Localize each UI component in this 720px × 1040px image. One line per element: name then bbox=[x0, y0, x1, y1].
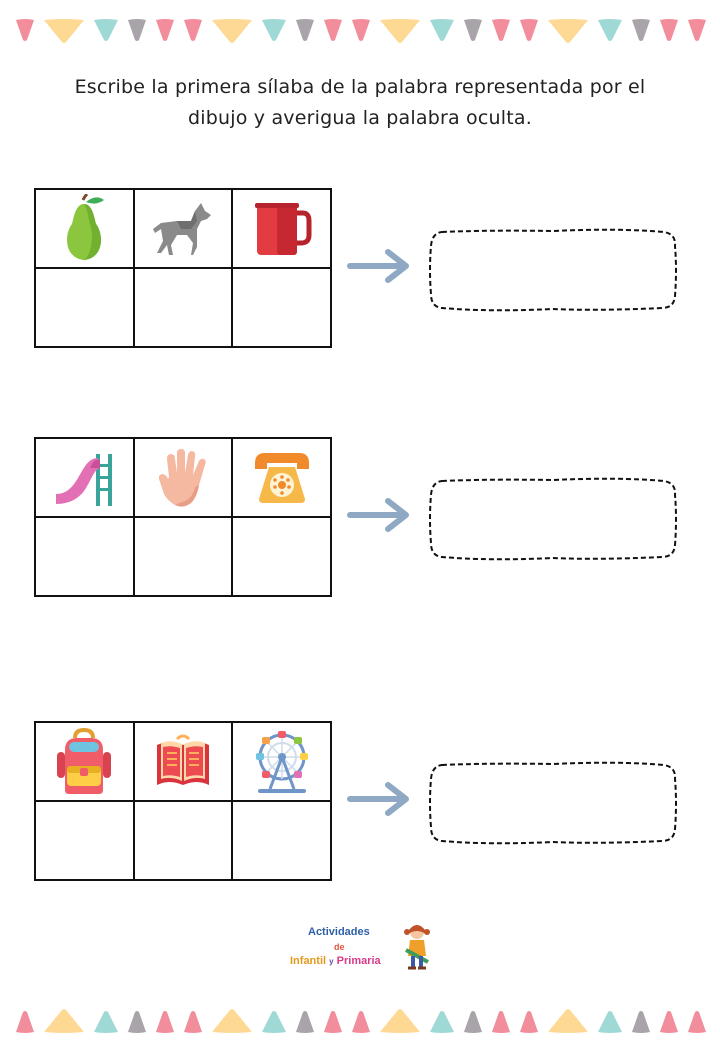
bunting-flag bbox=[184, 19, 202, 41]
syllable-grid bbox=[34, 188, 332, 348]
bunting-flag bbox=[632, 1011, 650, 1033]
bunting-flag bbox=[430, 1011, 454, 1033]
bunting-flag bbox=[520, 1011, 538, 1033]
picture-cell bbox=[231, 721, 332, 802]
syllable-answer-cell[interactable] bbox=[132, 516, 234, 597]
bunting-flag bbox=[296, 19, 314, 41]
bunting-flag bbox=[94, 19, 118, 41]
bunting-flag bbox=[598, 1011, 622, 1033]
instructions-line-2: dibujo y averigua la palabra oculta. bbox=[188, 107, 532, 129]
bunting-flag bbox=[212, 1009, 252, 1033]
book-icon bbox=[156, 734, 209, 785]
bunting-flag bbox=[492, 1011, 510, 1033]
bunting-flag bbox=[520, 19, 538, 41]
bunting-flag bbox=[94, 1011, 118, 1033]
logo-word-infantil: Infantil bbox=[290, 955, 327, 967]
bunting-flag bbox=[324, 1011, 342, 1033]
picture-cell bbox=[231, 437, 332, 518]
bunting-flag bbox=[352, 19, 370, 41]
right-arrow-icon bbox=[347, 782, 409, 816]
bunting-flag bbox=[16, 1011, 34, 1033]
logo-line-1: Actividades bbox=[308, 926, 370, 938]
mug-icon bbox=[254, 202, 312, 255]
bunting-flag bbox=[660, 1011, 678, 1033]
bunting-flag bbox=[128, 1011, 146, 1033]
bunting-flag bbox=[156, 19, 174, 41]
logo-word-primaria: Primaria bbox=[336, 955, 381, 967]
picture-cell bbox=[132, 437, 234, 518]
bunting-flag bbox=[128, 19, 146, 41]
syllable-answer-cell[interactable] bbox=[231, 516, 332, 597]
telephone-icon bbox=[254, 452, 309, 503]
bunting-flag bbox=[44, 1009, 84, 1033]
backpack-icon bbox=[57, 727, 112, 794]
actividades-logo: Actividades de Infantil y Primaria bbox=[286, 922, 436, 974]
syllable-answer-cell[interactable] bbox=[34, 267, 135, 348]
bottom-bunting-decoration bbox=[16, 1009, 706, 1033]
bunting-flag bbox=[16, 19, 34, 41]
bunting-flag bbox=[156, 1011, 174, 1033]
bunting-flag bbox=[548, 19, 588, 43]
bunting-flag bbox=[184, 1011, 202, 1033]
pear-icon bbox=[67, 193, 105, 260]
syllable-grid bbox=[34, 721, 332, 881]
bunting-flag bbox=[598, 19, 622, 41]
logo-line-3: Infantil y Primaria bbox=[290, 955, 381, 967]
picture-cell bbox=[132, 721, 234, 802]
bunting-flag bbox=[324, 19, 342, 41]
bunting-flag bbox=[464, 19, 482, 41]
picture-cell bbox=[34, 188, 135, 269]
bunting-flag bbox=[296, 1011, 314, 1033]
bunting-flag bbox=[688, 19, 706, 41]
top-bunting-decoration bbox=[16, 19, 706, 43]
syllable-answer-cell[interactable] bbox=[132, 800, 234, 881]
bunting-flag bbox=[464, 1011, 482, 1033]
picture-cell bbox=[231, 188, 332, 269]
bunting-flag bbox=[430, 19, 454, 41]
bunting-flag bbox=[212, 19, 252, 43]
bunting-flag bbox=[262, 1011, 286, 1033]
hidden-word-answer-box[interactable] bbox=[428, 477, 678, 561]
bunting-flag bbox=[380, 1009, 420, 1033]
right-arrow-icon bbox=[347, 498, 409, 532]
exercise-3 bbox=[0, 721, 720, 881]
syllable-answer-cell[interactable] bbox=[231, 800, 332, 881]
bunting-flag bbox=[660, 19, 678, 41]
bunting-flag bbox=[44, 19, 84, 43]
ferris-wheel-icon bbox=[255, 730, 308, 793]
child-mascot-icon bbox=[404, 925, 430, 970]
instructions-text: Escribe la primera sílaba de la palabra … bbox=[40, 72, 680, 134]
syllable-answer-cell[interactable] bbox=[34, 800, 135, 881]
exercise-2 bbox=[0, 437, 720, 597]
syllable-answer-cell[interactable] bbox=[132, 267, 234, 348]
syllable-answer-cell[interactable] bbox=[34, 516, 135, 597]
logo-word-y: y bbox=[329, 957, 334, 966]
bunting-flag bbox=[352, 1011, 370, 1033]
slide-icon bbox=[56, 453, 113, 506]
right-arrow-icon bbox=[347, 249, 409, 283]
syllable-answer-cell[interactable] bbox=[231, 267, 332, 348]
instructions-line-1: Escribe la primera sílaba de la palabra … bbox=[74, 76, 646, 98]
bunting-flag bbox=[492, 19, 510, 41]
exercise-1 bbox=[0, 188, 720, 348]
bunting-flag bbox=[548, 1009, 588, 1033]
hidden-word-answer-box[interactable] bbox=[428, 761, 678, 845]
bunting-flag bbox=[262, 19, 286, 41]
picture-cell bbox=[34, 437, 135, 518]
bunting-flag bbox=[688, 1011, 706, 1033]
bunting-flag bbox=[380, 19, 420, 43]
picture-cell bbox=[132, 188, 234, 269]
syllable-grid bbox=[34, 437, 332, 597]
hidden-word-answer-box[interactable] bbox=[428, 228, 678, 312]
hand-icon bbox=[158, 448, 206, 507]
logo-line-2: de bbox=[334, 942, 345, 952]
picture-cell bbox=[34, 721, 135, 802]
wolf-icon bbox=[152, 202, 211, 255]
bunting-flag bbox=[632, 19, 650, 41]
